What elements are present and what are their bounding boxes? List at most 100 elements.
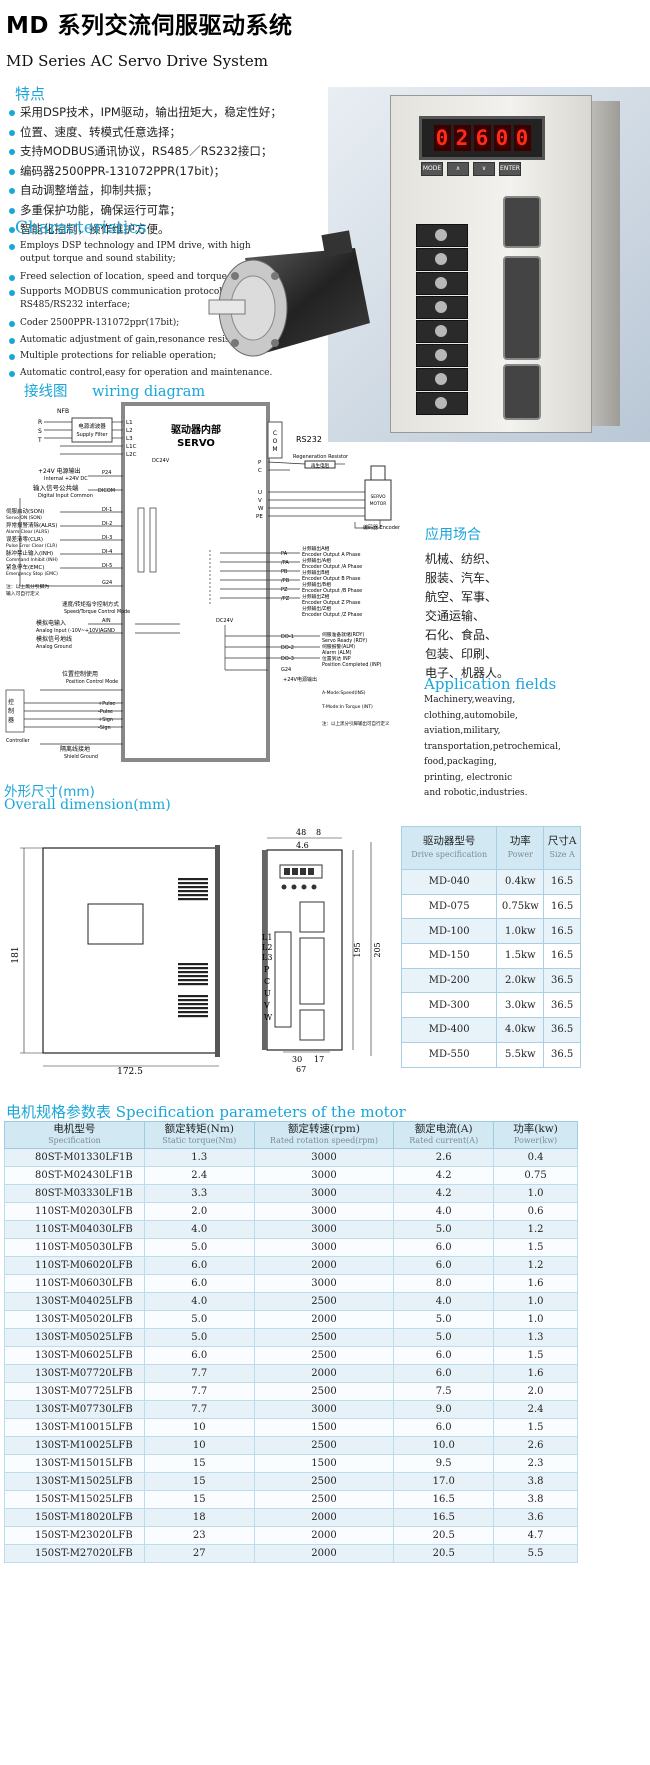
dimension-heading-en: Overall dimension(mm) (4, 797, 171, 813)
do-1: DO-1 (281, 634, 294, 640)
motor-table-cell: 4.2 (393, 1184, 495, 1203)
motor-table-cell: 2500 (253, 1472, 395, 1491)
term-l1c: L1C (126, 444, 137, 450)
motor-table-cell: 8.0 (393, 1274, 495, 1293)
nfb-label: NFB (57, 408, 69, 415)
motor-table-cell: 110ST-M06020LFB (4, 1256, 145, 1275)
input-emc-cn: 紧急停车(EMC) (6, 563, 44, 571)
motor-box-label: SERVO (370, 494, 386, 500)
encoder-label: 编码器 Encoder (363, 524, 401, 531)
feature-cn-item: 自动调整增益，抑制共振； (8, 181, 328, 201)
dc24v-right: DC24V (216, 618, 234, 624)
g24-right: G24 (281, 667, 291, 673)
motor-table-cell: 3000 (253, 1238, 395, 1257)
motor-table-cell: 27 (143, 1544, 255, 1563)
motor-table-cell: 20.5 (393, 1544, 495, 1563)
motor-table-cell: 7.5 (393, 1382, 495, 1401)
svg-text:制: 制 (8, 707, 14, 715)
motor-table-cell: 5.0 (143, 1310, 255, 1329)
internal-24v-en: Internal +24V DC (44, 476, 88, 482)
motor-col-power-en: Power(kw) (513, 1136, 558, 1145)
app-cn-line: 电子、机器人。 (425, 666, 510, 680)
motor-table-cell: 18 (143, 1508, 255, 1527)
drive-col-model-en: Drive specification (411, 850, 488, 859)
do-alm-en: Alarm (ALM) (322, 650, 352, 656)
motor-col-current: 额定电流(A)Rated current(A) (393, 1121, 495, 1149)
di-2: DI-2 (102, 521, 112, 527)
enc-pb: PB (281, 569, 288, 575)
input-alrs-cn: 异常报警清除(ALRS) (6, 521, 57, 529)
app-heading-en: Application fields (424, 675, 557, 693)
mode-note-1: A-Mode:Speed(INS) (322, 690, 366, 696)
led-display: 0 2 6 0 0 (419, 116, 545, 160)
dim-top1: 48 (296, 828, 306, 837)
motor-table-cell: 2500 (253, 1382, 395, 1401)
enc-pz-en: Encoder Output Z Phase (302, 600, 361, 606)
drive-table-cell: MD-200 (400, 967, 498, 994)
term-v: V (258, 498, 262, 504)
analog-gnd-en: Analog Ground (36, 644, 72, 650)
db-connector (503, 256, 541, 360)
motor-col-speed-en: Rated rotation speed(rpm) (269, 1136, 379, 1145)
motor-table-cell: 20.5 (393, 1526, 495, 1545)
motor-table-cell: 1.5 (493, 1418, 578, 1437)
motor-table-cell: 130ST-M07725LFB (4, 1382, 145, 1401)
controller-label-en: Controller (6, 738, 30, 744)
motor-table-cell: 6.0 (393, 1418, 495, 1437)
app-en-line: and robotic,industries. (424, 788, 528, 798)
wiring-diagram: 驱动器内部 SERVO C O M RS232 NFB R S T 电源滤波器 … (5, 402, 401, 762)
terminal-block (416, 224, 468, 247)
feature-cn-item: 位置、速度、转模式任意选择； (8, 123, 328, 143)
motor-table-cell: 130ST-M05020LFB (4, 1310, 145, 1329)
motor-table-cell: 6.0 (393, 1346, 495, 1365)
motor-table-cell: 1.5 (493, 1346, 578, 1365)
app-list-cn: 机械、纺织、 服装、汽车、 航空、军事、 交通运输、 石化、食品、 包装、印刷、… (425, 550, 545, 683)
motor-table-cell: 16.5 (393, 1508, 495, 1527)
input-clr-en: Pulse Error Clear (CLR) (6, 543, 57, 549)
db-connector (503, 196, 541, 248)
pos-title: 位置控制使用 (62, 670, 98, 678)
supply-filter-cn: 电源滤波器 (78, 422, 106, 430)
dim-top3: 4.6 (296, 841, 309, 850)
motor-table-heading: 电机规格参数表 Specification parameters of the … (6, 1103, 406, 1121)
motor-table-cell: 5.0 (143, 1328, 255, 1347)
dim-top2: 8 (316, 828, 321, 837)
dc24v-label: DC24V (152, 458, 170, 464)
heatsink-fins (178, 878, 208, 1018)
servo-title-en: SERVO (177, 438, 215, 449)
di-3: DI-3 (102, 535, 112, 541)
dim-width: 172.5 (117, 1067, 143, 1075)
motor-table-cell: 130ST-M10025LFB (4, 1436, 145, 1455)
motor-table-cell: 80ST-M01330LF1B (4, 1148, 145, 1167)
display-digit: 0 (493, 125, 511, 151)
page-title-cn: MD 系列交流伺服驱动系统 (6, 13, 293, 39)
drive-table-cell: MD-075 (400, 893, 498, 920)
drive-table-cell: 36.5 (543, 992, 581, 1019)
analog-in-en: Analog Input (-10V~+10V) (36, 628, 100, 634)
note-in: 注：以上黑分引脚为 (6, 583, 49, 590)
motor-table-cell: 1.3 (143, 1148, 255, 1167)
dimension-drawing: 181 172.5 L1 L2 L3 P C U V W 48 8 4.6 19… (11, 828, 382, 1075)
app-cn-line: 交通运输、 (425, 609, 486, 623)
enc-npa-en: Encoder Output /A Phase (302, 564, 362, 570)
mode-key: MODE (421, 162, 443, 176)
shield-label-en: Shield Ground (64, 754, 98, 760)
motor-table-cell: 6.0 (393, 1238, 495, 1257)
note-out: 注：以上黑分引脚输出可自行定义 (322, 720, 390, 727)
dim-205: 205 (373, 942, 382, 957)
display-digit: 0 (513, 125, 531, 151)
motor-table-cell: 2000 (253, 1364, 395, 1383)
terminal-block (416, 368, 468, 391)
app-en-line: clothing,automobile, (424, 710, 518, 721)
do-3: DO-3 (281, 656, 294, 662)
motor-table-cell: 3000 (253, 1400, 395, 1419)
